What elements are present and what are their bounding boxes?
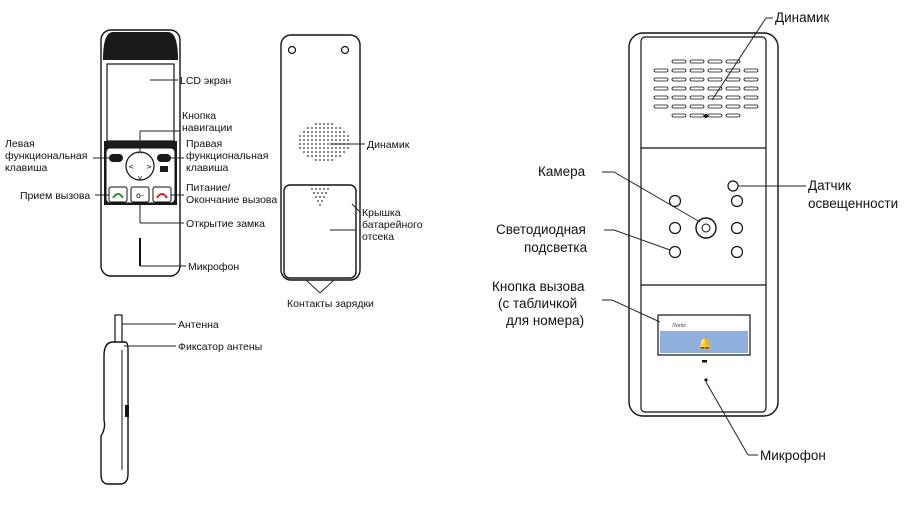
label-led-2: подсветка (524, 240, 588, 255)
label-nav-1: Кнопка (182, 110, 216, 122)
label-antenna: Антенна (178, 319, 219, 331)
light-sensor (727, 180, 739, 192)
handset-front-labels: LCD экран Кнопка навигации Левая функцио… (5, 75, 277, 273)
label-call-1: Кнопка вызова (492, 279, 585, 294)
led-6 (730, 245, 744, 259)
label-lcd: LCD экран (180, 75, 232, 87)
label-contacts: Контакты зарядки (287, 298, 374, 310)
door-panel: Name 🔔 (628, 32, 779, 417)
cover-latch (311, 188, 329, 206)
label-power-1: Питание/ (186, 182, 230, 194)
label-left-3: клавиша (5, 162, 48, 174)
label-call-2: (с табличкой (498, 296, 577, 311)
lcd-screen (106, 63, 175, 142)
handset-front: ^ v < > o- (100, 29, 181, 277)
battery-cover (283, 184, 357, 279)
handset-side: Антенна Фиксатор антены (100, 314, 262, 485)
label-answer: Прием вызова (20, 190, 90, 202)
label-panel-mic: Микрофон (760, 448, 826, 463)
camera-key-icon (160, 166, 168, 172)
label-right-2: функциональная (186, 150, 268, 162)
door-panel-labels: Динамик Камера Датчик освещенности Свето… (492, 10, 898, 463)
bell-icon: 🔔 (698, 337, 712, 350)
key-icon: o- (136, 191, 144, 200)
label-power-2: Окончание вызова (186, 194, 277, 206)
antenna (114, 314, 123, 344)
nav-up-icon: ^ (137, 151, 143, 159)
left-function-key[interactable] (109, 154, 123, 162)
handset-back-labels: Динамик Крышка батарейного отсека Контак… (287, 139, 423, 310)
panel-mic-hole (704, 378, 708, 382)
name-tag-text: Name (671, 323, 686, 329)
speaker-grille (299, 123, 349, 161)
right-function-key[interactable] (157, 154, 171, 162)
label-light-1: Датчик (808, 178, 851, 193)
label-left-1: Левая (5, 138, 35, 150)
label-led-1: Светодиодная (496, 222, 586, 237)
label-handset-mic: Микрофон (188, 261, 239, 273)
led-3 (668, 221, 682, 235)
nav-left-icon: < (128, 163, 134, 171)
label-cover-3: отсека (362, 231, 394, 243)
led-4 (730, 221, 744, 235)
led-2 (730, 194, 744, 208)
label-panel-speaker: Динамик (775, 10, 829, 25)
label-back-speaker: Динамик (367, 139, 410, 151)
led-5 (668, 245, 682, 259)
phone-end-icon (156, 193, 168, 199)
label-left-2: функциональная (5, 150, 87, 162)
panel-speaker-grille (653, 59, 759, 118)
label-cover-2: батарейного (362, 219, 423, 231)
nav-down-icon: v (138, 174, 142, 182)
label-unlock: Открытие замка (186, 218, 265, 230)
label-right-3: клавиша (186, 162, 229, 174)
handset-back (280, 34, 361, 281)
label-camera: Камера (538, 164, 586, 179)
label-call-3: для номера) (506, 313, 584, 328)
navigation-ring[interactable] (125, 151, 155, 181)
led-1 (668, 194, 682, 208)
label-cover-1: Крышка (362, 207, 401, 219)
phone-answer-icon (112, 193, 124, 199)
label-antenna-lock: Фиксатор антены (178, 341, 262, 353)
label-right-1: Правая (186, 138, 222, 150)
label-nav-2: навигации (182, 122, 232, 134)
nav-right-icon: > (146, 163, 152, 171)
label-light-2: освещенности (808, 196, 898, 211)
